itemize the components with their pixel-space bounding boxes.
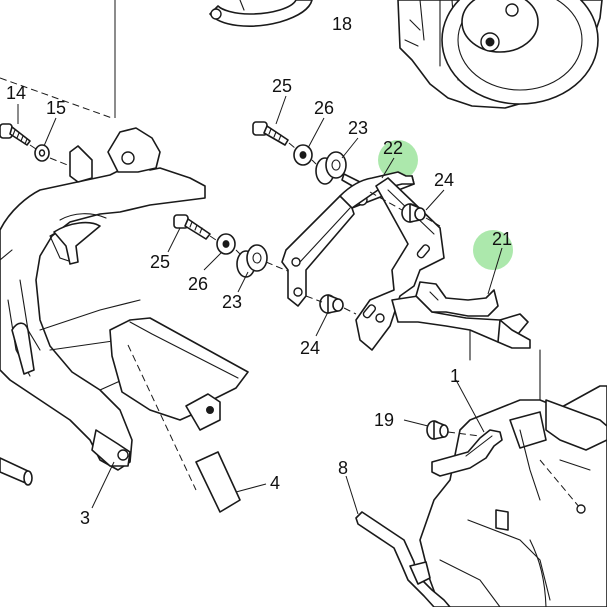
leader-lines [17,95,503,515]
part-18-bracket [209,0,313,27]
part-23-grommet-lower [236,244,268,278]
callout-23-upper: 23 [348,118,368,138]
callout-8: 8 [338,458,348,478]
callout-3: 3 [80,508,90,528]
callout-21[interactable]: 21 [492,229,512,249]
callout-19: 19 [374,410,394,430]
part-15-washer [34,144,50,162]
part-19-bushing [426,420,449,440]
part-24-spacer-upper [401,203,426,223]
cover-plate [109,317,249,431]
highlight-marker-21[interactable] [473,230,513,270]
callout-1: 1 [450,366,460,386]
part-8-rod [355,511,451,607]
callout-23-lower: 23 [222,292,242,312]
flywheel [397,0,603,109]
part-26-washer-lower [216,233,236,255]
right-housing [419,329,607,607]
callout-22[interactable]: 22 [383,138,403,158]
callout-24-lower: 24 [300,338,320,358]
callout-15: 15 [46,98,66,118]
callout-26-upper: 26 [314,98,334,118]
callout-25-upper: 25 [272,76,292,96]
callout-25-lower: 25 [150,252,170,272]
left-housing [0,127,206,471]
part-14-screw [0,123,31,146]
callout-24-upper: 24 [434,170,454,190]
callout-26-lower: 26 [188,274,208,294]
part-25-screw-upper [252,121,289,146]
part-25-screw-lower [173,214,211,240]
highlight-marker-22[interactable] [378,140,418,180]
callout-14: 14 [6,83,26,103]
part-22-bracket [281,171,415,307]
part-1-rod [431,429,503,477]
part-21-plate [355,177,531,351]
part-26-washer-upper [293,144,313,166]
left-tube [0,457,33,486]
callout-labels: 14 15 18 25 26 23 22 24 21 25 26 23 24 1… [6,14,512,528]
part-23-grommet-upper [315,151,361,189]
part-24-spacer-lower [319,294,344,314]
callout-4: 4 [270,473,280,493]
callout-18: 18 [332,14,352,34]
part-4-plate [195,451,241,513]
